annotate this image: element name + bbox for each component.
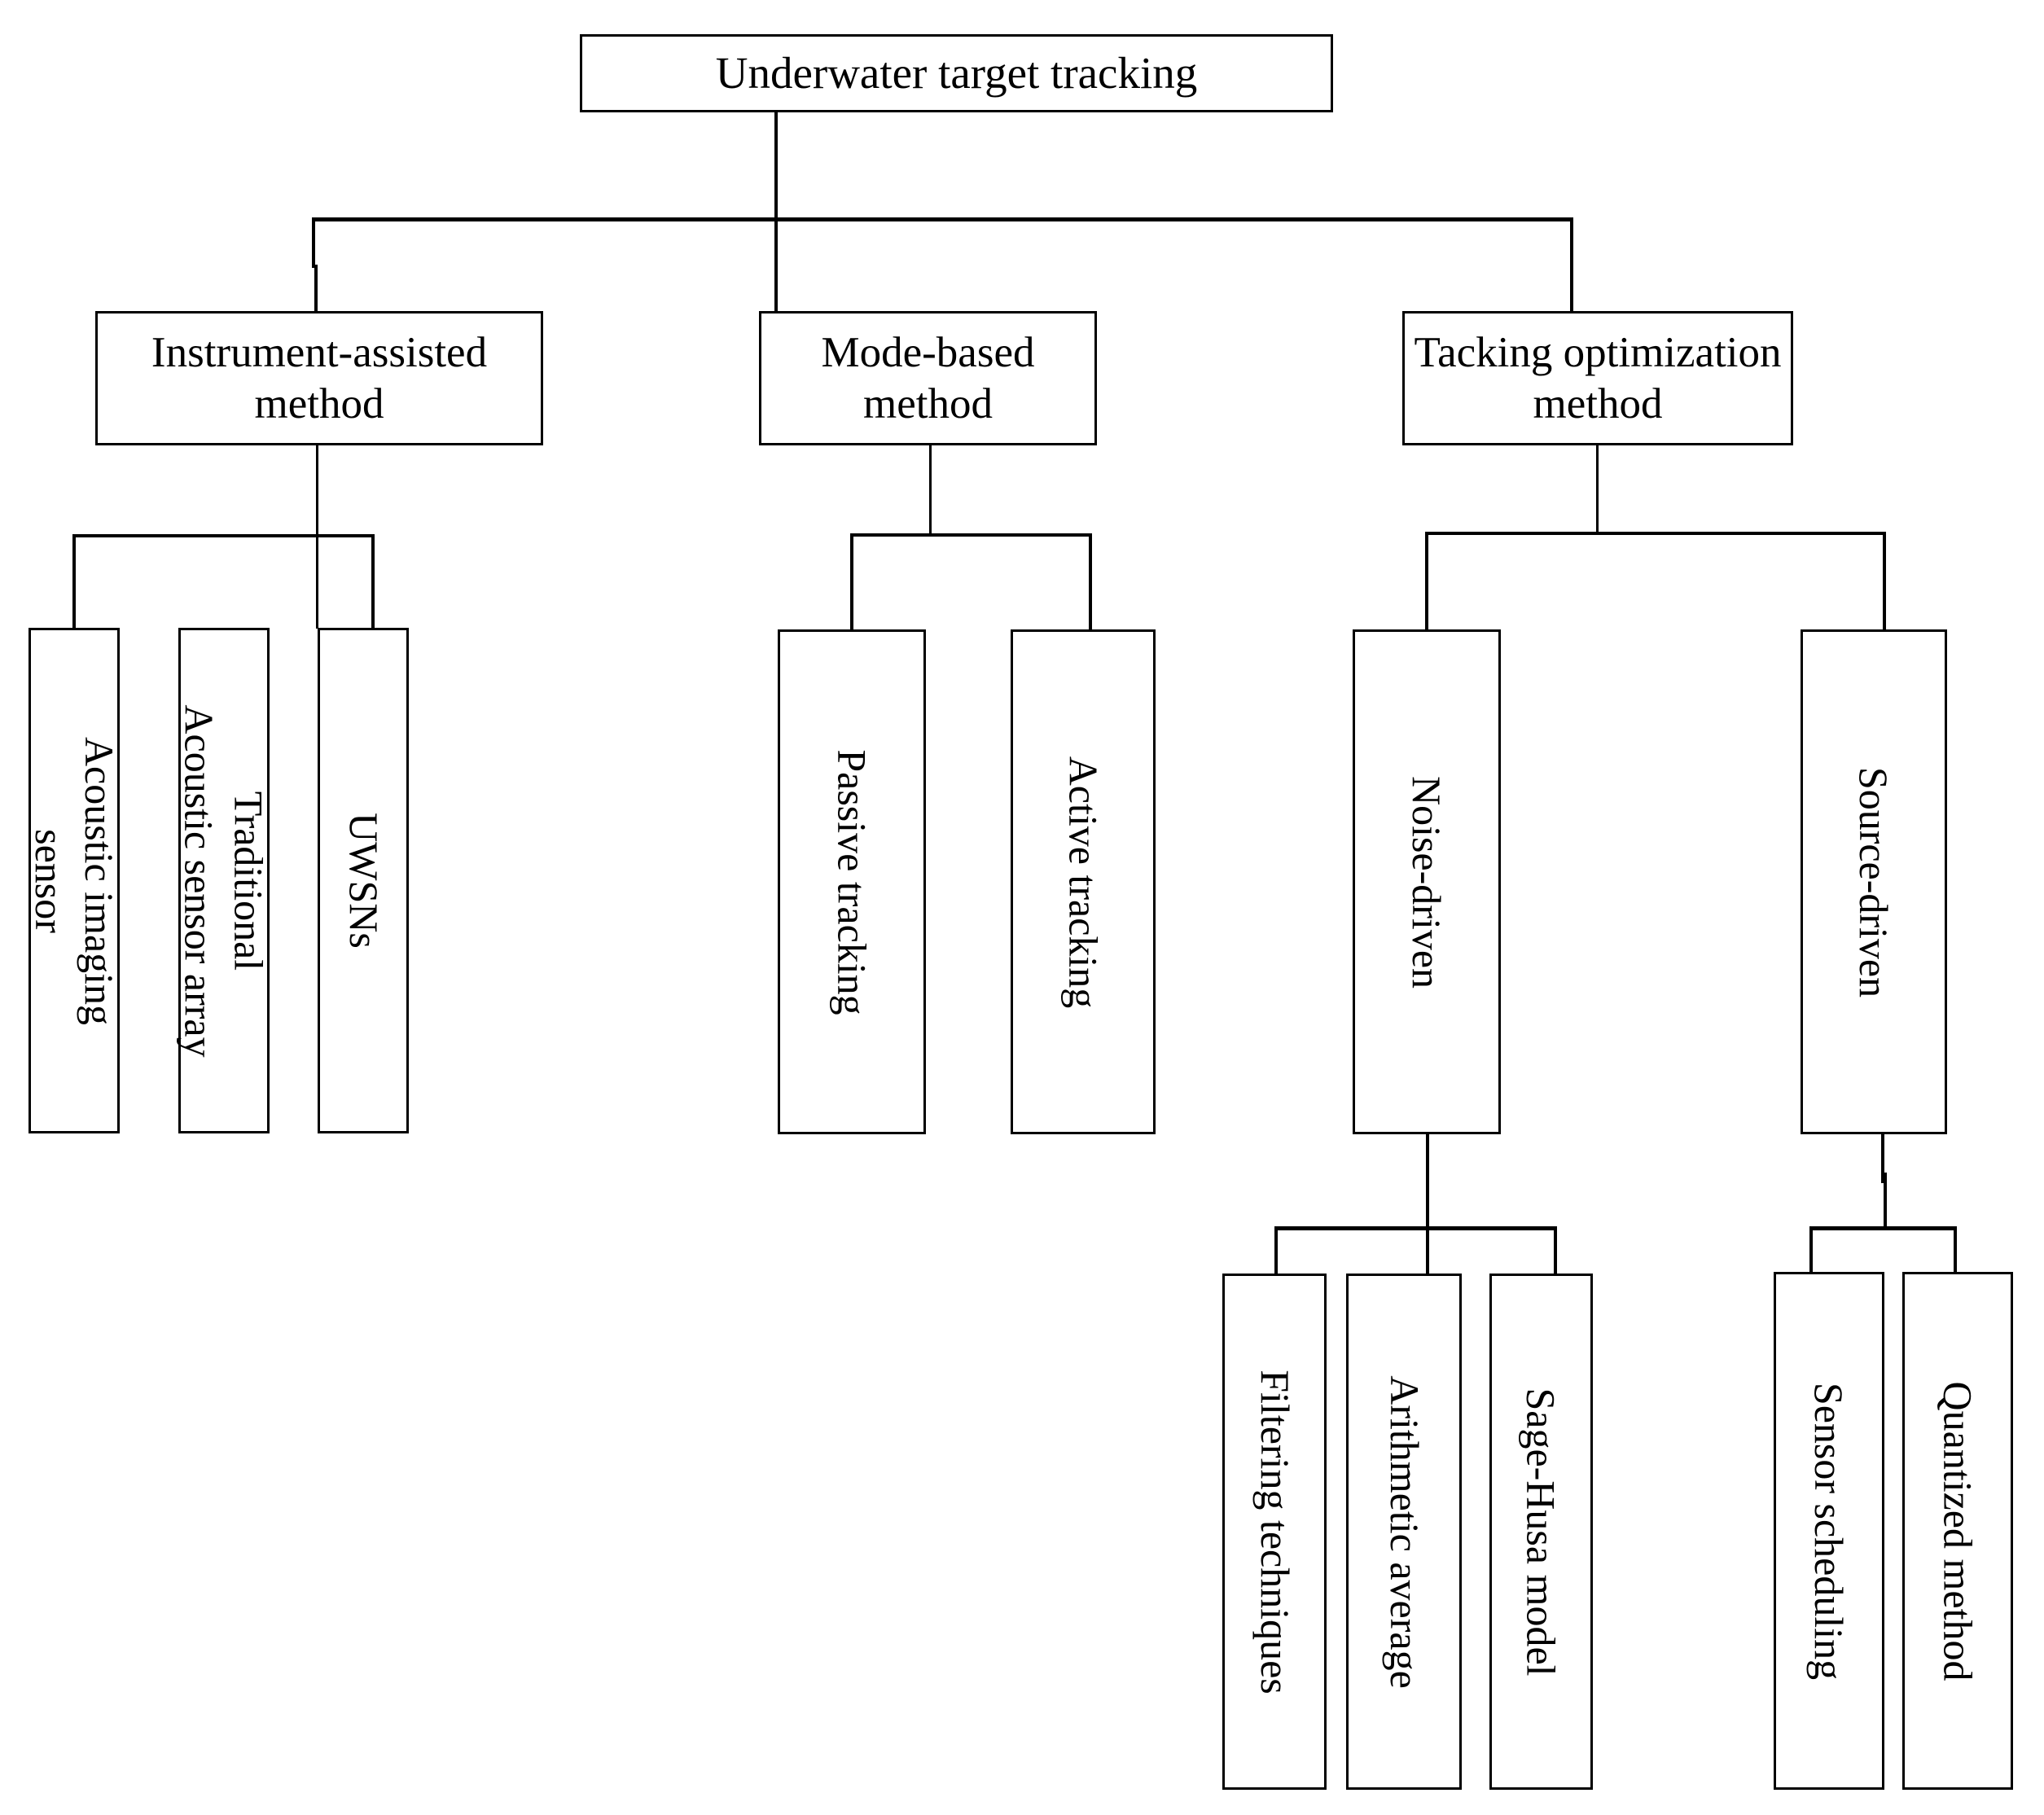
connector-noise-drop-3 bbox=[1554, 1226, 1557, 1275]
node-label: Noise-driven bbox=[1404, 775, 1450, 989]
connector-instrument-stem bbox=[316, 445, 318, 535]
connector-tacking-bus bbox=[1425, 532, 1886, 535]
connector-source-stem-a bbox=[1881, 1134, 1884, 1183]
node-label: Quantized method bbox=[1935, 1381, 1981, 1681]
node-mode-based-method[interactable]: Mode-based method bbox=[759, 311, 1097, 445]
node-label: Acoustic imaging sensor bbox=[27, 736, 123, 1025]
node-label: Underwater target tracking bbox=[715, 47, 1198, 98]
connector-source-bus bbox=[1809, 1226, 1957, 1230]
node-instrument-assisted-method[interactable]: Instrument-assisted method bbox=[95, 311, 543, 445]
connector-mode-drop-1 bbox=[850, 533, 853, 630]
connector-instrument-bus bbox=[72, 534, 374, 537]
node-label: Active tracking bbox=[1060, 756, 1107, 1008]
node-filtering-techniques[interactable]: Filtering techniques bbox=[1222, 1274, 1327, 1790]
node-label: UWSNs bbox=[340, 813, 387, 949]
connector-instrument-drop-2 bbox=[316, 534, 318, 629]
node-sage-husa-model[interactable]: Sage-Husa model bbox=[1489, 1274, 1593, 1790]
connector-mode-drop-2 bbox=[1089, 533, 1092, 630]
connector-source-stem-b bbox=[1884, 1173, 1887, 1230]
connector-noise-stem bbox=[1426, 1134, 1429, 1230]
connector-tacking-stem bbox=[1596, 445, 1599, 533]
connector-mode-bus bbox=[850, 533, 1092, 537]
node-label: Arithmetic average bbox=[1381, 1374, 1428, 1689]
node-noise-driven[interactable]: Noise-driven bbox=[1353, 629, 1501, 1134]
node-passive-tracking[interactable]: Passive tracking bbox=[778, 629, 926, 1134]
node-sensor-scheduling[interactable]: Sensor scheduling bbox=[1774, 1272, 1884, 1790]
connector-bus-drop-tacking bbox=[1570, 219, 1573, 312]
connector-mode-stem bbox=[929, 445, 932, 535]
connector-level2-bus bbox=[312, 217, 1573, 221]
node-label: Traditional Acoustic sensor array bbox=[177, 704, 272, 1058]
connector-root-stem bbox=[774, 112, 778, 219]
connector-bus-drop-instrument-b bbox=[314, 265, 318, 312]
connector-noise-bus bbox=[1274, 1226, 1557, 1230]
node-uwsns[interactable]: UWSNs bbox=[318, 628, 409, 1133]
node-label: Filtering techniques bbox=[1252, 1369, 1298, 1694]
connector-instrument-drop-1 bbox=[72, 534, 76, 629]
connector-bus-drop-mode bbox=[774, 219, 778, 312]
node-label: Sensor scheduling bbox=[1806, 1382, 1853, 1680]
connector-tacking-drop-noise bbox=[1425, 532, 1428, 631]
node-label: Mode-based method bbox=[821, 328, 1035, 427]
node-label: Sage-Husa model bbox=[1519, 1387, 1565, 1677]
node-source-driven[interactable]: Source-driven bbox=[1801, 629, 1947, 1134]
node-label: Instrument-assisted method bbox=[151, 328, 488, 427]
node-tacking-optimization-method[interactable]: Tacking optimization method bbox=[1402, 311, 1793, 445]
node-quantized-method[interactable]: Quantized method bbox=[1902, 1272, 2013, 1790]
node-label: Passive tracking bbox=[829, 748, 875, 1015]
connector-source-drop-1 bbox=[1809, 1226, 1813, 1274]
connector-bus-drop-instrument-a bbox=[312, 219, 315, 268]
node-label: Source-driven bbox=[1851, 766, 1897, 997]
node-acoustic-imaging-sensor[interactable]: Acoustic imaging sensor bbox=[27, 628, 122, 1133]
connector-tacking-drop-source bbox=[1883, 532, 1886, 631]
node-label: Tacking optimization method bbox=[1414, 328, 1782, 427]
node-arithmetic-average[interactable]: Arithmetic average bbox=[1346, 1274, 1462, 1790]
connector-source-drop-2 bbox=[1954, 1226, 1957, 1274]
connector-instrument-drop-3 bbox=[371, 534, 375, 629]
connector-noise-drop-1 bbox=[1274, 1226, 1278, 1275]
node-active-tracking[interactable]: Active tracking bbox=[1011, 629, 1156, 1134]
connector-noise-drop-2 bbox=[1426, 1226, 1429, 1275]
node-underwater-target-tracking[interactable]: Underwater target tracking bbox=[580, 34, 1333, 112]
node-traditional-acoustic-sensor-array[interactable]: Traditional Acoustic sensor array bbox=[177, 628, 272, 1133]
